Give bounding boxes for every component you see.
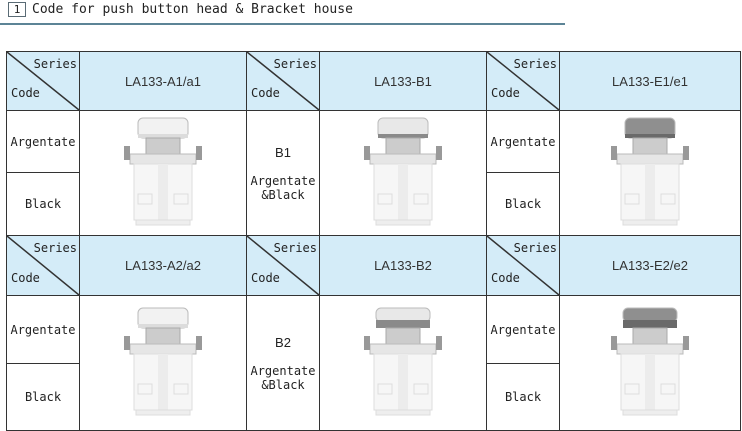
image-cell [319,110,487,236]
code-b-colors: Argentate &Black [250,363,316,392]
section-number: 1 [8,2,26,17]
table-row: Black Black [6,363,741,431]
code-argentate: Argentate [6,110,80,173]
code-argentate: Argentate [486,110,560,173]
code-label: Code [251,271,280,285]
image-cell [559,110,741,236]
series-label: Series [273,241,317,255]
push-button-image [364,117,442,226]
code-label: Code [11,271,40,285]
section-title-text: Code for push button head & Bracket hous… [32,2,353,17]
series-label: Series [513,241,557,255]
image-cell [319,295,487,431]
code-b-colors: Argentate &Black [250,173,316,202]
code-label: Code [251,86,280,100]
push-button-image [611,117,689,226]
series-name: LA133-A2/a2 [79,235,247,296]
code-b: B2 [275,334,291,350]
code-label: Code [11,86,40,100]
section-title: 1 Code for push button head & Bracket ho… [8,2,353,17]
series-label: Series [33,57,77,71]
series-label: Series [273,57,317,71]
title-divider [0,23,565,25]
code-argentate: Argentate [6,295,80,364]
image-cell [79,110,247,236]
series-name: LA133-E1/e1 [559,51,741,111]
code-black: Black [486,363,560,431]
push-button-image [611,307,689,416]
table-row: Black Black [6,172,741,236]
image-cell [79,295,247,431]
push-button-image [364,307,442,416]
code-b: B1 [275,144,291,160]
code-black: Black [486,172,560,236]
series-label: Series [33,241,77,255]
series-name: LA133-B2 [319,235,487,296]
push-button-image [124,117,202,226]
series-label: Series [513,57,557,71]
code-argentate: Argentate [486,295,560,364]
image-cell [559,295,741,431]
push-button-image [124,307,202,416]
code-black: Black [6,363,80,431]
series-name: LA133-A1/a1 [79,51,247,111]
code-black: Black [6,172,80,236]
series-name: LA133-B1 [319,51,487,111]
code-label: Code [491,86,520,100]
series-name: LA133-E2/e2 [559,235,741,296]
code-label: Code [491,271,520,285]
